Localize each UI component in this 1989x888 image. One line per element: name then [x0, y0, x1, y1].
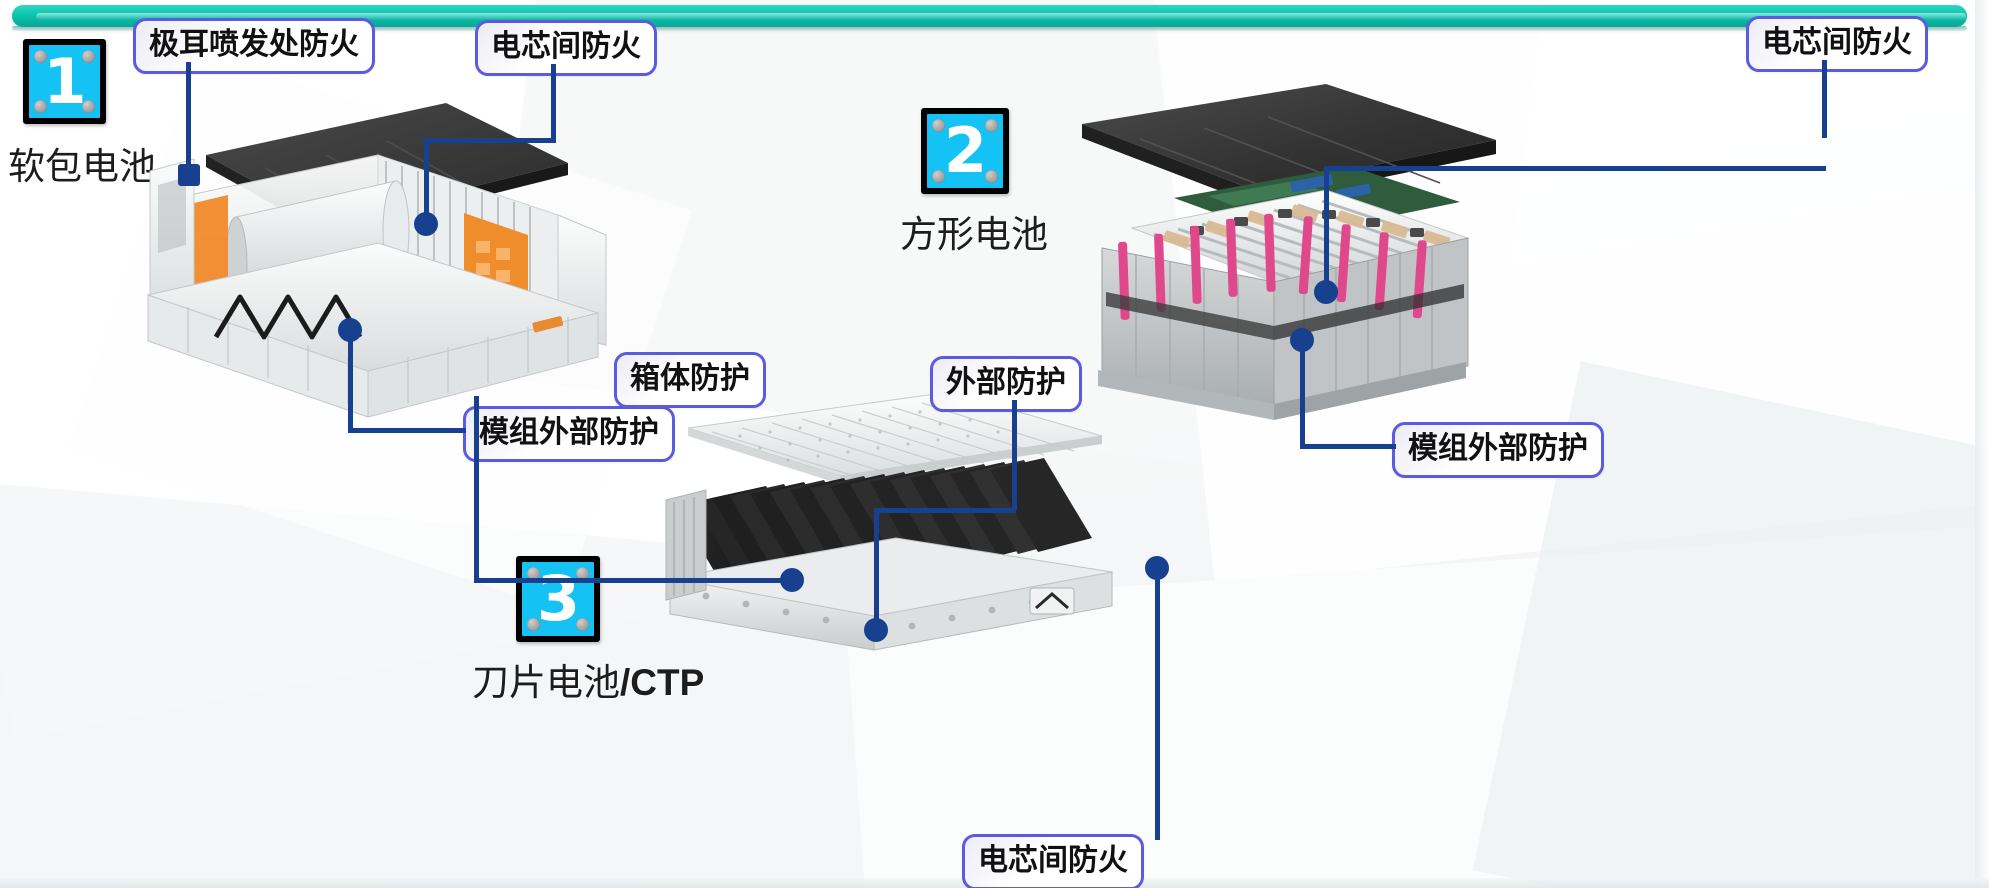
leader-line-module-ext-1-b [348, 332, 353, 430]
callout-module-ext-2[interactable]: 模组外部防护 [1392, 422, 1604, 478]
top-accent-bar-highlight [36, 13, 1966, 20]
callout-module-ext-1[interactable]: 模组外部防护 [463, 406, 675, 462]
callout-tab-fire-protection-text: 极耳喷发处防火 [149, 28, 359, 61]
section-caption-3: 刀片电池/CTP [472, 652, 704, 706]
leader-line-module-ext-1-a [348, 428, 466, 433]
callout-external-protection[interactable]: 外部防护 [930, 356, 1082, 412]
callout-case-protection-text: 箱体防护 [630, 362, 750, 395]
leader-line-module-ext-2-b [1300, 340, 1305, 446]
callout-cell-fire-2-text: 电芯间防火 [1762, 26, 1912, 59]
leader-endpoint-module-ext-1 [338, 318, 362, 342]
leader-endpoint-tab-fire [178, 164, 200, 186]
leader-endpoint-case-protection [780, 568, 804, 592]
section-caption-1-text: 软包电池 [8, 147, 156, 188]
leader-line-cell-fire-1-a [551, 64, 556, 140]
leader-line-module-ext-2-a [1300, 444, 1396, 449]
callout-tab-fire-protection[interactable]: 极耳喷发处防火 [133, 18, 375, 74]
callout-case-protection[interactable]: 箱体防护 [614, 352, 766, 408]
leader-line-case-protection-b [474, 578, 794, 583]
leader-line-cell-fire-3 [1155, 572, 1160, 840]
callout-cell-fire-1-text: 电芯间防火 [491, 30, 641, 63]
callout-external-protection-text: 外部防护 [946, 366, 1066, 399]
section-caption-2: 方形电池 [900, 204, 1048, 258]
section-badge-2: 2 [921, 108, 1009, 194]
section-caption-3-text: 刀片电池 [472, 663, 620, 704]
leader-line-external-protection-b [874, 508, 1016, 513]
leader-line-cell-fire-2-b [1324, 166, 1826, 171]
callout-cell-fire-2[interactable]: 电芯间防火 [1746, 16, 1928, 72]
leader-line-external-protection-a [1012, 400, 1017, 510]
leader-line-external-protection-c [874, 508, 879, 626]
section-caption-2-text: 方形电池 [900, 215, 1048, 256]
leader-endpoint-external-protection [864, 618, 888, 642]
callout-cell-fire-3-text: 电芯间防火 [978, 844, 1128, 877]
section-badge-3: 3 [516, 556, 600, 642]
leader-line-tab-fire [186, 62, 191, 166]
section-badge-1-number: 1 [43, 44, 86, 118]
leader-line-cell-fire-1-c [424, 138, 429, 220]
leader-line-cell-fire-2-c [1324, 166, 1329, 288]
section-caption-1: 软包电池 [8, 136, 156, 190]
prismatic-module-render [1058, 78, 1528, 438]
section-badge-1: 1 [23, 39, 106, 124]
top-accent-bar-shadow [12, 26, 1967, 31]
section-badge-3-number: 3 [536, 562, 580, 635]
leader-line-cell-fire-2-a [1822, 60, 1827, 138]
leader-endpoint-cell-fire-3 [1145, 556, 1169, 580]
leader-line-case-protection-a [474, 396, 479, 582]
leader-line-cell-fire-1-b [424, 138, 556, 143]
pouch-module-render [128, 45, 648, 465]
callout-module-ext-1-text: 模组外部防护 [479, 416, 659, 449]
blade-ctp-render [660, 378, 1130, 678]
callout-module-ext-2-text: 模组外部防护 [1408, 432, 1588, 465]
section-caption-3-suffix: /CTP [620, 662, 705, 703]
leader-endpoint-module-ext-2 [1290, 328, 1314, 352]
callout-cell-fire-1[interactable]: 电芯间防火 [475, 20, 657, 76]
leader-endpoint-cell-fire-2 [1314, 280, 1338, 304]
section-badge-2-number: 2 [943, 114, 987, 187]
callout-cell-fire-3[interactable]: 电芯间防火 [962, 834, 1144, 888]
leader-endpoint-cell-fire-1 [414, 212, 438, 236]
